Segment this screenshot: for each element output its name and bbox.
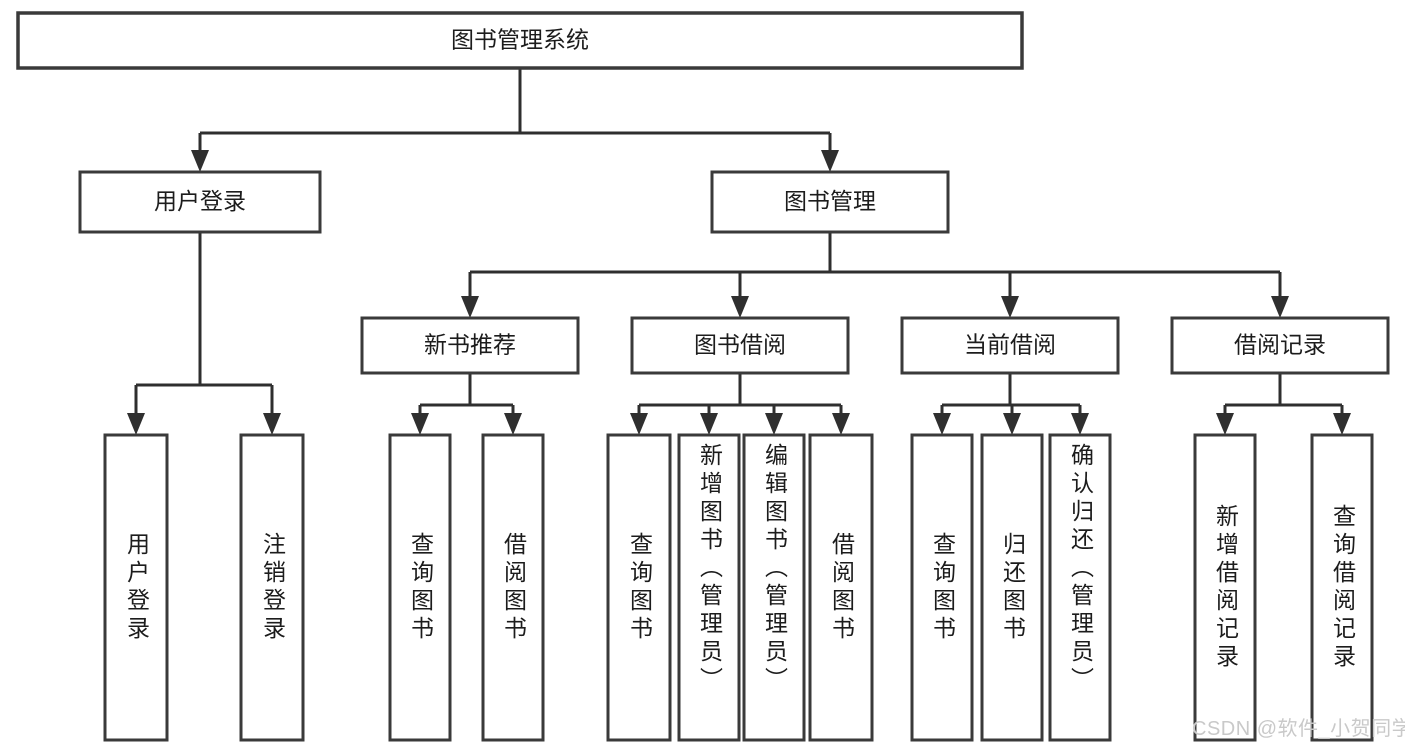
node-box-leaf-user_login-0[interactable]	[103, 433, 169, 742]
node-box-leaf-book_borrow-2[interactable]	[742, 433, 806, 742]
node-box-leaf-book_borrow-3[interactable]	[808, 433, 874, 742]
node-box-leaf-current_borrow-0[interactable]	[910, 433, 974, 742]
node-label-level2-1: 图书借阅	[694, 332, 786, 358]
node-label-root: 图书管理系统	[451, 27, 589, 53]
node-box-leaf-borrow_record-1[interactable]	[1310, 433, 1374, 742]
conn-root-to-level1-branch-1-arrowhead	[821, 150, 839, 172]
node-box-level2-2[interactable]	[900, 316, 1120, 375]
conn-current_borrow-to-leaves-branch-2-arrowhead	[1071, 413, 1089, 435]
node-box-leaf-new_book_recommend-1[interactable]	[481, 433, 545, 742]
conn-book_borrow-to-leaves-branch-1-arrowhead	[700, 413, 718, 435]
conn-current_borrow-to-leaves-branch-1-arrowhead	[1003, 413, 1021, 435]
node-box-leaf-user_login-1[interactable]	[239, 433, 305, 742]
node-box-level1-0[interactable]	[78, 170, 322, 234]
node-box-leaf-book_borrow-0[interactable]	[606, 433, 672, 742]
conn-new_book_recommend-to-leaves-branch-0-arrowhead	[411, 413, 429, 435]
connector-layer	[127, 68, 1351, 435]
node-label-level2-0: 新书推荐	[424, 332, 516, 358]
node-box-leaf-current_borrow-1[interactable]	[980, 433, 1044, 742]
node-box-leaf-borrow_record-0[interactable]	[1193, 433, 1257, 742]
node-box-leaf-book_borrow-1[interactable]	[677, 433, 741, 742]
node-label-level2-2: 当前借阅	[964, 332, 1056, 358]
conn-user-login-to-leaves-branch-0-arrowhead	[127, 413, 145, 435]
conn-borrow_record-to-leaves-branch-1-arrowhead	[1333, 413, 1351, 435]
conn-book-mgmt-to-level2-branch-0-arrowhead	[461, 296, 479, 318]
node-box-level2-1[interactable]	[630, 316, 850, 375]
node-box-root[interactable]	[16, 11, 1024, 70]
node-label-level1-1: 图书管理	[784, 188, 876, 214]
conn-user-login-to-leaves-branch-1-arrowhead	[263, 413, 281, 435]
node-box-level2-0[interactable]	[360, 316, 580, 375]
node-box-leaf-new_book_recommend-0[interactable]	[388, 433, 452, 742]
conn-book_borrow-to-leaves-branch-3-arrowhead	[832, 413, 850, 435]
conn-borrow_record-to-leaves-branch-0-arrowhead	[1216, 413, 1234, 435]
conn-book_borrow-to-leaves-branch-2-arrowhead	[765, 413, 783, 435]
box-layer	[16, 11, 1390, 742]
conn-book-mgmt-to-level2-branch-1-arrowhead	[731, 296, 749, 318]
conn-book-mgmt-to-level2-branch-2-arrowhead	[1001, 296, 1019, 318]
conn-book-mgmt-to-level2-branch-3-arrowhead	[1271, 296, 1289, 318]
node-label-level2-3: 借阅记录	[1234, 332, 1326, 358]
node-box-level2-3[interactable]	[1170, 316, 1390, 375]
node-box-level1-1[interactable]	[710, 170, 950, 234]
node-label-level1-0: 用户登录	[154, 188, 246, 214]
conn-current_borrow-to-leaves-branch-0-arrowhead	[933, 413, 951, 435]
conn-book_borrow-to-leaves-branch-0-arrowhead	[630, 413, 648, 435]
conn-root-to-level1-branch-0-arrowhead	[191, 150, 209, 172]
node-box-leaf-current_borrow-2[interactable]	[1048, 433, 1112, 742]
conn-new_book_recommend-to-leaves-branch-1-arrowhead	[504, 413, 522, 435]
